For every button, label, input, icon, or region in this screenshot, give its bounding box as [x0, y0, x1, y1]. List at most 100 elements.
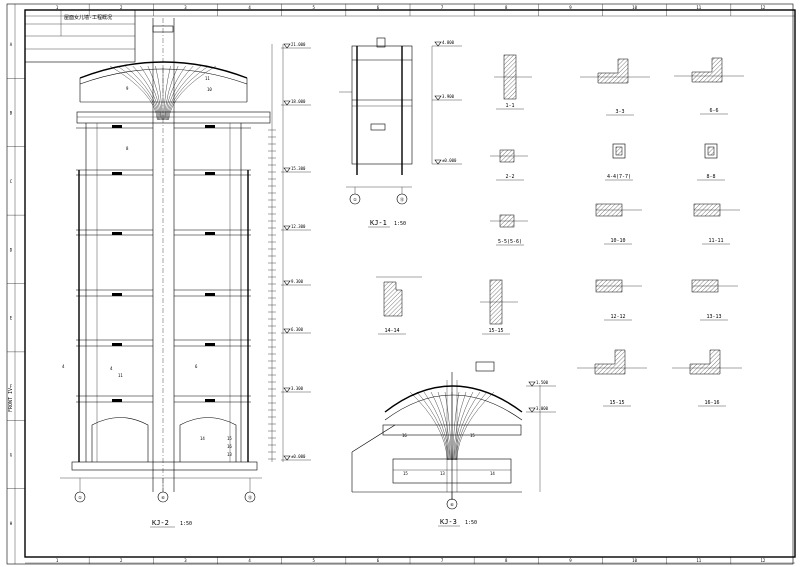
left-row-letter: E [10, 316, 13, 321]
section-label: 3-3 [615, 109, 624, 115]
top-col-number: 9 [569, 5, 572, 10]
kj2-label: KJ-2 [152, 519, 169, 527]
bottom-col-number: 10 [632, 558, 637, 563]
left-row-letter: F [10, 384, 13, 389]
member-mark: 11 [205, 76, 210, 81]
elevation-label: 3.900 [442, 94, 455, 99]
section-detail: 6-6 [674, 57, 744, 115]
elevation-label: 6.300 [291, 327, 304, 332]
title-block-note: 屋面女儿墙-工程概况 [64, 14, 112, 21]
member-mark: 4 [110, 366, 113, 371]
top-col-number: 7 [441, 5, 444, 10]
section-label: 13-13 [706, 314, 721, 320]
axis-bubble-label: ⑥ [450, 502, 454, 507]
kj2-floor-beams [76, 125, 276, 460]
section-label: 12-12 [610, 314, 625, 320]
section-detail: 16-16 [672, 349, 742, 407]
kj2-elevation-markers: 21.00018.00015.30012.3009.3006.3003.300±… [281, 42, 311, 461]
left-row-letter: B [10, 111, 13, 116]
section-label: 4-4(7-7) [607, 174, 631, 180]
section-detail: 1-1 [494, 54, 532, 110]
section-detail: 8-8 [697, 143, 725, 181]
section-detail: 12-12 [595, 279, 642, 321]
elevation-label: 15.300 [291, 166, 306, 171]
bottom-col-number: 8 [505, 558, 508, 563]
kj1-scale: 1:50 [394, 221, 406, 227]
member-mark: 15 [403, 471, 408, 476]
bottom-col-number: 6 [377, 558, 380, 563]
section-label: 15-15 [609, 400, 624, 406]
section-label: 16-16 [704, 400, 719, 406]
top-col-number: 11 [696, 5, 701, 10]
kj1-label: KJ-1 [370, 219, 387, 227]
top-col-number: 2 [120, 5, 123, 10]
left-row-letter: A [10, 42, 13, 47]
left-row-letter: C [10, 179, 13, 184]
elevation-label: ±0.000 [291, 454, 306, 459]
member-mark: 13 [227, 452, 232, 457]
elevation-label: 3.000 [536, 406, 549, 411]
member-mark: 11 [118, 373, 123, 378]
top-col-number: 1 [56, 5, 59, 10]
kj3-scale: 1:50 [465, 520, 477, 526]
elevation-label: 1.500 [536, 380, 549, 385]
section-detail: 3-3 [580, 58, 650, 116]
title-block: 屋面女儿墙-工程概况 [24, 9, 136, 63]
member-mark: 10 [207, 87, 212, 92]
section-detail: 15-15 [577, 349, 647, 407]
member-mark: 6 [195, 364, 198, 369]
member-mark: 14 [490, 471, 495, 476]
section-label: 6-6 [709, 108, 718, 114]
left-row-letter: G [10, 452, 13, 457]
member-mark: 15 [470, 433, 475, 438]
member-mark: 4 [62, 364, 65, 369]
section-label: 2-2 [505, 174, 514, 180]
section-detail: 11-11 [693, 203, 740, 245]
section-detail: 13-13 [691, 279, 738, 321]
section-detail: 10-10 [595, 203, 642, 245]
vertical-stamp: FRONT IV [8, 388, 14, 412]
axis-bubble-label: ⑫ [248, 494, 252, 500]
section-label: 15-15 [488, 328, 503, 334]
member-mark: 15 [227, 436, 232, 441]
section-detail: 5-5(5-6) [490, 214, 528, 246]
elevation-label: 12.300 [291, 224, 306, 229]
axis-bubble-label: ⑫ [400, 196, 404, 202]
section-detail: 15-15 [480, 279, 518, 335]
member-mark: 16 [227, 444, 232, 449]
top-col-number: 10 [632, 5, 637, 10]
bottom-col-number: 2 [120, 558, 123, 563]
bottom-col-number: 11 [696, 558, 701, 563]
axis-bubble-label: ① [353, 197, 357, 202]
elevation-label: 3.300 [291, 386, 304, 391]
kj2-scale: 1:50 [180, 521, 192, 527]
top-col-number: 5 [313, 5, 316, 10]
section-detail: 4-4(7-7) [605, 143, 633, 181]
kj3-fan-ribs [409, 391, 495, 461]
kj3-label: KJ-3 [440, 518, 457, 526]
section-label: 11-11 [708, 238, 723, 244]
kj3-axis-bubbles: ⑥ [446, 492, 458, 510]
section-label: 1-1 [505, 103, 514, 109]
elevation-label: 18.000 [291, 99, 306, 104]
elevation-label: 9.300 [291, 279, 304, 284]
bottom-col-number: 1 [56, 558, 59, 563]
member-mark: 16 [402, 433, 407, 438]
section-detail: 2-2 [490, 149, 528, 181]
member-mark: 8 [126, 146, 129, 151]
bottom-col-number: 3 [184, 558, 187, 563]
section-label: 8-8 [706, 174, 715, 180]
axis-bubble-label: ⑥ [161, 495, 165, 500]
section-detail: 14-14 [376, 276, 422, 335]
bottom-col-number: 12 [761, 558, 766, 563]
top-col-number: 6 [377, 5, 380, 10]
elevation-label: 4.800 [442, 40, 455, 45]
